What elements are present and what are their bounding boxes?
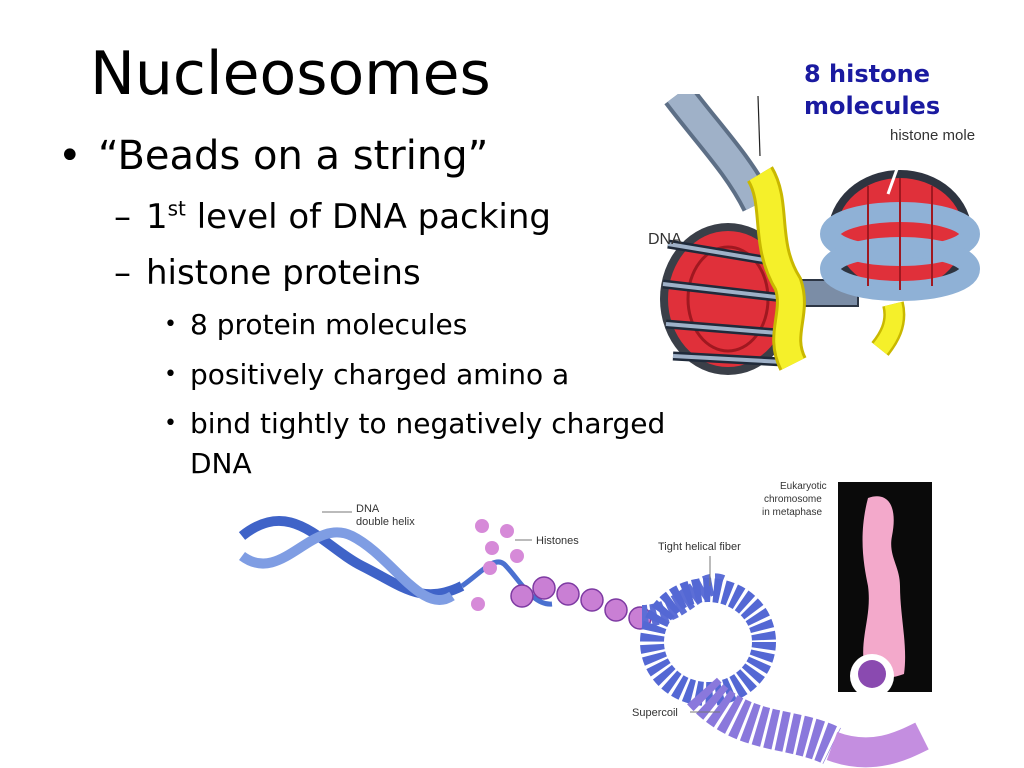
dna-label: DNA [648, 231, 682, 248]
dna-double-helix-label-1: DNA [356, 503, 380, 515]
bullet-text: “Beads on a string” [98, 133, 489, 179]
chromosome-label-2: chromosome [764, 494, 822, 505]
callout-line-2: molecules [804, 92, 941, 120]
point-text: bind tightly to negatively charged [190, 407, 666, 440]
nucleosome-illustration: DNA histone mole [648, 94, 980, 375]
point-text: positively charged amino a [190, 358, 570, 391]
chromosome-label-1: Eukaryotic [780, 481, 827, 492]
bullet-marker: • [164, 411, 177, 436]
histone-callout: 8 histone molecules [804, 58, 940, 122]
dna-double-helix-label-2: double helix [356, 516, 415, 528]
bullet-marker: • [58, 133, 82, 179]
bullet-marker: • [164, 362, 177, 387]
point-text: 8 protein molecules [190, 308, 468, 341]
tight-helical-fiber-label: Tight helical fiber [658, 541, 741, 553]
ordinal-number: 1 [146, 197, 168, 237]
histones-label: Histones [536, 535, 579, 547]
packing-text: level of DNA packing [185, 197, 552, 237]
dash-marker: – [114, 253, 131, 293]
chromosome-label-3: in metaphase [762, 507, 822, 518]
chromatin-packing-illustration: DNA double helix Histones Tight helical … [238, 481, 932, 768]
histone-molecule-label: histone mole [890, 127, 975, 144]
supercoil-label: Supercoil [632, 707, 678, 719]
ordinal-suffix: st [167, 196, 186, 221]
point-bind-tightly-continued: DNA [190, 447, 252, 481]
sub-bullet-text: 1st level of DNA packing [146, 196, 551, 238]
sub-bullet-text: histone proteins [146, 253, 421, 293]
callout-line-1: 8 histone [804, 60, 930, 88]
page-title: Nucleosomes [90, 39, 491, 109]
bullet-marker: • [164, 312, 177, 337]
dash-marker: – [114, 197, 131, 237]
point-text: DNA [190, 447, 252, 480]
